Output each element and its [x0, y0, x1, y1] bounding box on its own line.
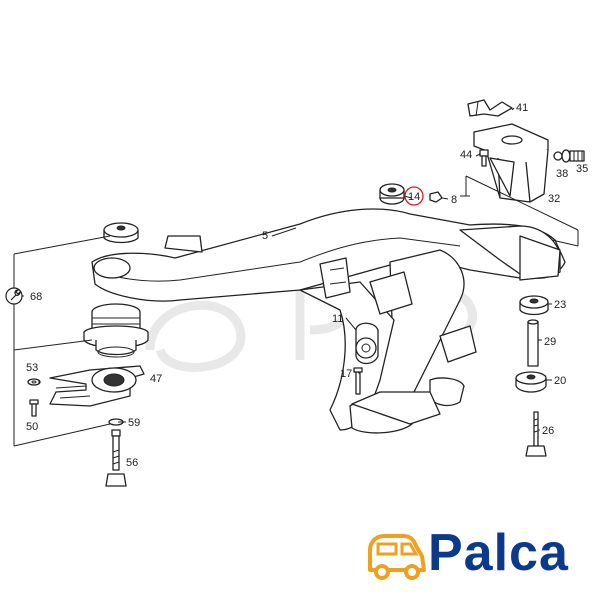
leader-lines — [13, 107, 579, 447]
bush-23 — [519, 295, 549, 316]
label-44: 44 — [460, 149, 472, 161]
label-14: 14 — [408, 191, 420, 203]
label-38: 38 — [556, 168, 568, 180]
label-59: 59 — [128, 417, 140, 429]
mount-plate-47 — [49, 365, 145, 407]
label-50: 50 — [26, 421, 38, 433]
palca-logo — [368, 534, 426, 580]
label-32: 32 — [548, 193, 560, 205]
van-icon — [368, 534, 426, 580]
subframe — [91, 208, 566, 434]
label-17: 17 — [340, 368, 352, 380]
label-11: 11 — [332, 313, 343, 325]
highlight-ring — [404, 186, 424, 206]
label-35: 35 — [576, 163, 588, 175]
label-68: 68 — [30, 291, 42, 303]
bushing-14 — [379, 183, 405, 205]
part-labels: 41 44 35 38 32 14 8 5 68 23 11 29 53 17 … — [26, 102, 588, 469]
label-56: 56 — [126, 457, 138, 469]
label-53: 53 — [26, 362, 38, 374]
rubber-mount-68 — [83, 303, 149, 358]
label-29: 29 — [544, 336, 556, 348]
bolt-56 — [105, 429, 127, 487]
mount-bracket-32 — [473, 123, 549, 203]
label-5: 5 — [262, 230, 268, 242]
bolt-26 — [525, 411, 547, 457]
sleeve-29 — [527, 319, 539, 367]
bush-20 — [515, 371, 547, 393]
bolt-50 — [29, 399, 39, 417]
label-41: 41 — [516, 102, 528, 114]
label-20: 20 — [554, 375, 566, 387]
wrench-icon — [5, 287, 23, 305]
label-26: 26 — [542, 425, 554, 437]
logo-wordmark: Palca — [428, 524, 569, 582]
label-47: 47 — [150, 373, 162, 385]
label-8: 8 — [451, 194, 457, 206]
clip-41 — [467, 99, 513, 117]
bolt-44 — [479, 149, 489, 167]
bolt-35 — [553, 149, 585, 163]
label-23: 23 — [554, 299, 566, 311]
nut-8 — [429, 191, 443, 203]
top-bush — [103, 222, 139, 244]
